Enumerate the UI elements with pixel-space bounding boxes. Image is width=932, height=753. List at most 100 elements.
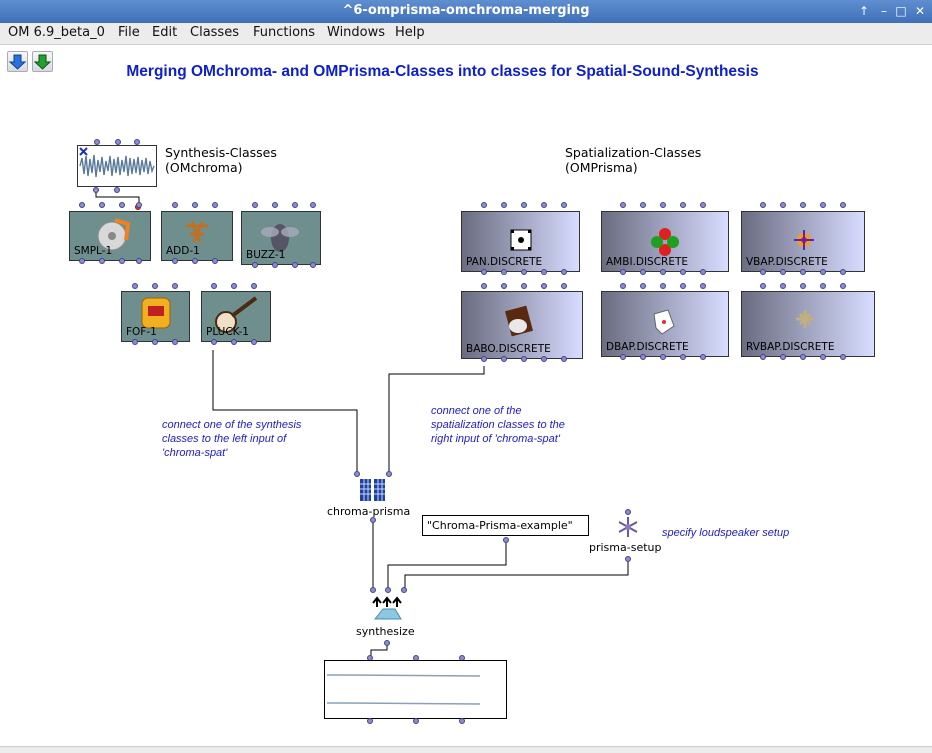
chroma-prisma-input-left[interactable]: [354, 471, 360, 477]
class-io-dot[interactable]: [700, 283, 706, 289]
class-io-dot[interactable]: [252, 262, 258, 268]
class-io-dot[interactable]: [760, 354, 766, 360]
class-io-dot[interactable]: [700, 354, 706, 360]
class-io-dot[interactable]: [800, 354, 806, 360]
class-io-dot[interactable]: [119, 202, 125, 208]
class-io-dot[interactable]: [79, 258, 85, 264]
synthesize-input-3[interactable]: [401, 587, 407, 593]
class-io-dot[interactable]: [840, 283, 846, 289]
prisma-setup-input[interactable]: [625, 509, 631, 515]
sound-object-output[interactable]: [324, 660, 507, 719]
class-io-dot[interactable]: [780, 283, 786, 289]
close-icon[interactable]: ✕: [914, 4, 926, 18]
class-io-dot[interactable]: [680, 202, 686, 208]
class-io-dot[interactable]: [561, 202, 567, 208]
class-io-dot[interactable]: [541, 202, 547, 208]
class-io-dot[interactable]: [640, 354, 646, 360]
class-io-dot[interactable]: [481, 269, 487, 275]
class-io-dot[interactable]: [192, 258, 198, 264]
sound-out-output-1[interactable]: [367, 718, 373, 724]
text-value-output[interactable]: [503, 537, 509, 543]
class-io-dot[interactable]: [212, 202, 218, 208]
class-io-dot[interactable]: [800, 269, 806, 275]
class-io-dot[interactable]: [620, 202, 626, 208]
class-io-dot[interactable]: [172, 283, 178, 289]
sound-input-3[interactable]: [134, 139, 140, 145]
minimize-icon[interactable]: –: [881, 4, 887, 18]
class-io-dot[interactable]: [760, 202, 766, 208]
class-io-dot[interactable]: [561, 283, 567, 289]
class-io-dot[interactable]: [780, 354, 786, 360]
class-io-dot[interactable]: [211, 283, 217, 289]
class-io-dot[interactable]: [521, 356, 527, 362]
class-io-dot[interactable]: [820, 202, 826, 208]
class-io-dot[interactable]: [820, 269, 826, 275]
class-pluck-1[interactable]: PLUCK-1: [201, 291, 271, 342]
class-io-dot[interactable]: [481, 283, 487, 289]
class-io-dot[interactable]: [760, 283, 766, 289]
class-io-dot[interactable]: [660, 283, 666, 289]
class-io-dot[interactable]: [521, 202, 527, 208]
class-io-dot[interactable]: [561, 269, 567, 275]
class-io-dot[interactable]: [501, 269, 507, 275]
sound-out-output-2[interactable]: [413, 718, 419, 724]
class-io-dot[interactable]: [620, 269, 626, 275]
class-io-dot[interactable]: [172, 202, 178, 208]
class-rvbap-discrete[interactable]: RVBAP.DISCRETE: [741, 291, 875, 357]
class-io-dot[interactable]: [231, 339, 237, 345]
class-io-dot[interactable]: [620, 354, 626, 360]
menu-classes[interactable]: Classes: [190, 25, 239, 40]
class-io-dot[interactable]: [820, 283, 826, 289]
class-io-dot[interactable]: [680, 269, 686, 275]
class-io-dot[interactable]: [310, 262, 316, 268]
class-io-dot[interactable]: [272, 262, 278, 268]
class-io-dot[interactable]: [541, 356, 547, 362]
class-io-dot[interactable]: [760, 269, 766, 275]
class-io-dot[interactable]: [700, 269, 706, 275]
class-io-dot[interactable]: [292, 202, 298, 208]
class-io-dot[interactable]: [481, 356, 487, 362]
class-io-dot[interactable]: [501, 356, 507, 362]
class-io-dot[interactable]: [680, 283, 686, 289]
menu-edit[interactable]: Edit: [152, 25, 178, 40]
class-io-dot[interactable]: [119, 258, 125, 264]
class-io-dot[interactable]: [136, 258, 142, 264]
synthesize-output[interactable]: [384, 640, 390, 646]
class-io-dot[interactable]: [99, 202, 105, 208]
class-io-dot[interactable]: [501, 283, 507, 289]
class-io-dot[interactable]: [252, 202, 258, 208]
arrow-down-green-button[interactable]: [32, 51, 53, 72]
class-pan-discrete[interactable]: PAN.DISCRETE: [461, 211, 580, 272]
class-io-dot[interactable]: [660, 269, 666, 275]
class-io-dot[interactable]: [79, 202, 85, 208]
text-value-box[interactable]: "Chroma-Prisma-example": [422, 515, 589, 536]
class-io-dot[interactable]: [800, 283, 806, 289]
class-io-dot[interactable]: [132, 339, 138, 345]
class-babo-discrete[interactable]: BABO.DISCRETE: [461, 291, 583, 359]
class-io-dot[interactable]: [541, 269, 547, 275]
class-io-dot[interactable]: [292, 262, 298, 268]
class-io-dot[interactable]: [640, 202, 646, 208]
class-io-dot[interactable]: [640, 283, 646, 289]
class-io-dot[interactable]: [152, 339, 158, 345]
class-io-dot[interactable]: [840, 354, 846, 360]
class-io-dot[interactable]: [481, 202, 487, 208]
class-io-dot[interactable]: [99, 258, 105, 264]
synthesize-icon[interactable]: [371, 595, 403, 625]
menu-help[interactable]: Help: [395, 25, 425, 40]
class-io-dot[interactable]: [172, 258, 178, 264]
sound-input-2[interactable]: [115, 139, 121, 145]
class-io-dot[interactable]: [561, 356, 567, 362]
class-ambi-discrete[interactable]: AMBI.DISCRETE: [601, 211, 729, 272]
sound-out-output-3[interactable]: [459, 718, 465, 724]
class-io-dot[interactable]: [780, 202, 786, 208]
class-io-dot[interactable]: [501, 202, 507, 208]
class-io-dot[interactable]: [840, 269, 846, 275]
class-io-dot[interactable]: [132, 283, 138, 289]
class-io-dot[interactable]: [521, 269, 527, 275]
class-dbap-discrete[interactable]: DBAP.DISCRETE: [601, 291, 729, 357]
class-io-dot[interactable]: [660, 202, 666, 208]
menu-windows[interactable]: Windows: [327, 25, 386, 40]
class-io-dot[interactable]: [620, 283, 626, 289]
